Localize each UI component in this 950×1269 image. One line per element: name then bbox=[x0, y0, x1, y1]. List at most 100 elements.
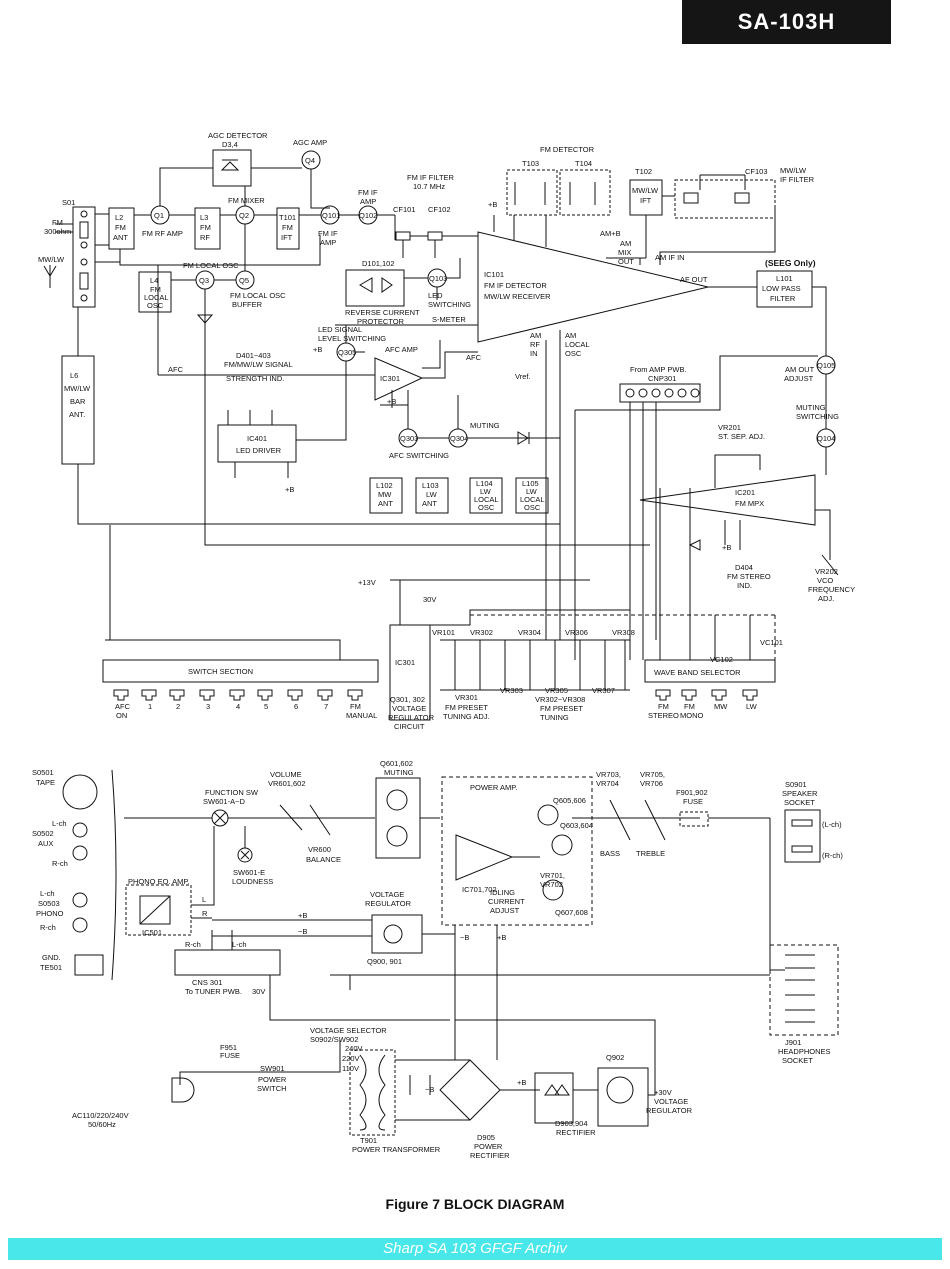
label-v240: 240V bbox=[345, 1044, 363, 1053]
label-agcamp: AGC AMP bbox=[293, 138, 327, 147]
label-fmlocbuf: FM LOCAL OSC bbox=[230, 291, 286, 300]
label-p30: +30V bbox=[654, 1088, 672, 1097]
label-l2b: FM bbox=[115, 223, 126, 232]
label-mbamp: −B bbox=[298, 927, 307, 936]
label-ampb: AM+B bbox=[600, 229, 621, 238]
label-fmifampb: FM IF bbox=[358, 188, 378, 197]
label-powsw2: SWITCH bbox=[257, 1084, 287, 1093]
label-voltsel2: S0902/SW902 bbox=[310, 1035, 358, 1044]
label-pbr: +B bbox=[517, 1078, 526, 1087]
label-lch2: L-ch bbox=[40, 889, 55, 898]
label-vr301c: TUNING ADJ. bbox=[443, 712, 490, 721]
label-vc101: VC101 bbox=[760, 638, 783, 647]
label-mutsw: MUTING bbox=[796, 403, 826, 412]
figure-caption: Figure 7 BLOCK DIAGRAM bbox=[385, 1196, 565, 1212]
label-mwlwiff: MW/LW bbox=[780, 166, 807, 175]
label-d905: D905 bbox=[477, 1133, 495, 1142]
label-ledsw2: SWITCHING bbox=[428, 300, 471, 309]
label-fmiffilter2: 10.7 MHz bbox=[413, 182, 445, 191]
label-ledsig: LED SIGNAL bbox=[318, 325, 362, 334]
label-l101b: LOW PASS bbox=[762, 284, 801, 293]
label-q2: Q2 bbox=[239, 211, 249, 220]
label-vr202b: VCO bbox=[817, 576, 833, 585]
label-afcsw: AFC SWITCHING bbox=[389, 451, 449, 460]
label-cns301: CNS 301 bbox=[192, 978, 222, 987]
label-l105d: OSC bbox=[524, 503, 541, 512]
label-powamp: POWER AMP. bbox=[470, 783, 517, 792]
label-wblw: LW bbox=[746, 702, 758, 711]
label-vreg: VOLTAGE bbox=[370, 890, 404, 899]
label-ic401: IC401 bbox=[247, 434, 267, 443]
label-vreg4: REGULATOR bbox=[646, 1106, 693, 1115]
label-lch3: L-ch bbox=[232, 940, 247, 949]
label-headph: HEADPHONES bbox=[778, 1047, 831, 1056]
label-cnp301: CNP301 bbox=[648, 374, 676, 383]
label-pb3: +B bbox=[387, 397, 396, 406]
label-d404: D404 bbox=[735, 563, 753, 572]
label-fmifamp1: FM IF bbox=[318, 229, 338, 238]
label-l4c: LOCAL bbox=[144, 293, 169, 302]
label-idling3: ADJUST bbox=[490, 906, 520, 915]
label-l104b: LW bbox=[480, 487, 492, 496]
label-vr706: VR706 bbox=[640, 779, 663, 788]
label-d401b: FM/MW/LW SIGNAL bbox=[224, 360, 293, 369]
label-fmrfamp: FM RF AMP bbox=[142, 229, 183, 238]
label-l6c: BAR bbox=[70, 397, 86, 406]
label-d903b: RECTIFIER bbox=[556, 1128, 596, 1137]
label-wbfm2: FM bbox=[684, 702, 695, 711]
label-rch3: R-ch bbox=[185, 940, 201, 949]
label-mwlwift2: IFT bbox=[640, 196, 652, 205]
label-agcdet: AGC DETECTOR bbox=[208, 131, 268, 140]
label-wbst: STEREO bbox=[648, 711, 679, 720]
label-fuse2: FUSE bbox=[220, 1051, 240, 1060]
label-sw901: SW901 bbox=[260, 1064, 285, 1073]
label-l104c: LOCAL bbox=[474, 495, 499, 504]
label-switchsec: SWITCH SECTION bbox=[188, 667, 253, 676]
label-cf101: CF101 bbox=[393, 205, 416, 214]
label-q605: Q605,606 bbox=[553, 796, 586, 805]
label-revcur: REVERSE CURRENT bbox=[345, 308, 420, 317]
label-volume: VOLUME bbox=[270, 770, 302, 779]
label-l6d: ANT. bbox=[69, 410, 85, 419]
label-afcamp: AFC AMP bbox=[385, 345, 418, 354]
label-te501: TE501 bbox=[40, 963, 62, 972]
label-fmdet: FM DETECTOR bbox=[540, 145, 595, 154]
label-p30v: 30V bbox=[423, 595, 436, 604]
label-ic701: IC701,702 bbox=[462, 885, 497, 894]
label-l6b: MW/LW bbox=[64, 384, 91, 393]
label-vr704: VR704 bbox=[596, 779, 619, 788]
label-socket: SOCKET bbox=[784, 798, 815, 807]
label-fuse: FUSE bbox=[683, 797, 703, 806]
label-vr302rb: FM PRESET bbox=[540, 704, 583, 713]
label-fmifamp2: AMP bbox=[320, 238, 336, 247]
label-d404b: FM STEREO bbox=[727, 572, 771, 581]
label-speaker: SPEAKER bbox=[782, 789, 818, 798]
label-ledsig2: LEVEL SWITCHING bbox=[318, 334, 386, 343]
label-mutsw2: SWITCHING bbox=[796, 412, 839, 421]
label-q301d: CIRCUIT bbox=[394, 722, 425, 731]
label-d903: D903,904 bbox=[555, 1119, 588, 1128]
label-afcon2: ON bbox=[116, 711, 127, 720]
label-idling2: CURRENT bbox=[488, 897, 525, 906]
label-vr303: VR303 bbox=[500, 686, 523, 695]
label-vr101: VR101 bbox=[432, 628, 455, 637]
label-q105: Q105 bbox=[817, 361, 835, 370]
label-l101: L101 bbox=[776, 274, 793, 283]
label-amlo: AM bbox=[565, 331, 576, 340]
label-lch4: (L-ch) bbox=[822, 820, 842, 829]
label-rch2: R-ch bbox=[40, 923, 56, 932]
label-q601b: MUTING bbox=[384, 768, 414, 777]
label-vref: Vref. bbox=[515, 372, 531, 381]
label-l102: L102 bbox=[376, 481, 393, 490]
label-fmman: FM bbox=[350, 702, 361, 711]
label-q5: Q5 bbox=[239, 276, 249, 285]
label-q304: Q304 bbox=[450, 434, 468, 443]
label-vr202d: ADJ. bbox=[818, 594, 834, 603]
label-l2: L2 bbox=[115, 213, 123, 222]
label-d101: D101,102 bbox=[362, 259, 395, 268]
label-t103: T103 bbox=[522, 159, 539, 168]
label-ic201: IC201 bbox=[735, 488, 755, 497]
label-q3: Q3 bbox=[199, 276, 209, 285]
label-j901: J901 bbox=[785, 1038, 801, 1047]
label-l104: L104 bbox=[476, 479, 493, 488]
